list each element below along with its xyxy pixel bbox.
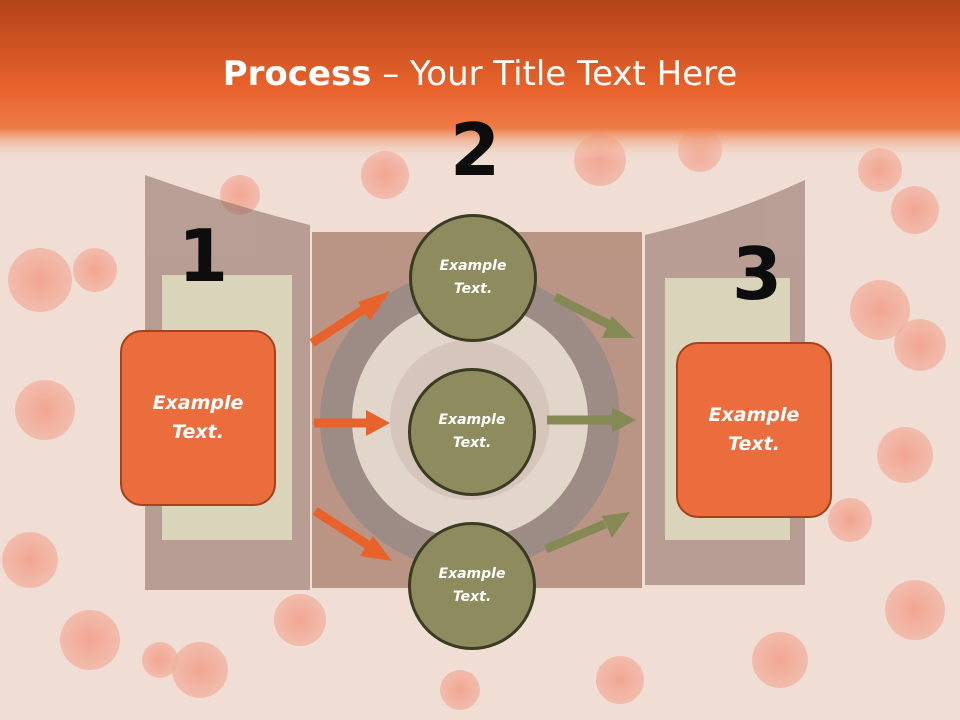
right-box-line1: Example [708, 404, 800, 426]
left-box-line2: Text. [172, 421, 224, 443]
right-process-box[interactable]: Example Text. [676, 342, 832, 518]
circle-top-line1: Example [439, 258, 507, 274]
circle-middle-line1: Example [438, 412, 506, 428]
circle-bottom-line1: Example [438, 566, 506, 582]
circle-top-line2: Text. [453, 281, 493, 297]
arrow-left-middle [314, 410, 390, 436]
left-process-box[interactable]: Example Text. [120, 330, 276, 506]
arrow-left-top [309, 291, 390, 347]
left-box-line1: Example [152, 392, 244, 414]
title-rest: – Your Title Text Here [371, 54, 738, 94]
arrow-right-top [552, 292, 634, 338]
step-number-3: 3 [732, 232, 783, 316]
circle-bottom-line2: Text. [452, 589, 492, 605]
arrow-right-middle [547, 407, 636, 433]
circle-middle[interactable]: Example Text. [408, 368, 536, 496]
circle-middle-line2: Text. [452, 435, 492, 451]
right-box-line2: Text. [728, 433, 780, 455]
title-bold: Process [222, 54, 372, 94]
arrow-right-bottom [544, 512, 630, 554]
circle-bottom[interactable]: Example Text. [408, 522, 536, 650]
arrow-left-bottom [312, 507, 392, 561]
slide-title: Process – Your Title Text Here [0, 52, 960, 96]
step-number-1: 1 [178, 214, 229, 298]
step-number-2: 2 [450, 108, 501, 192]
circle-top[interactable]: Example Text. [409, 214, 537, 342]
